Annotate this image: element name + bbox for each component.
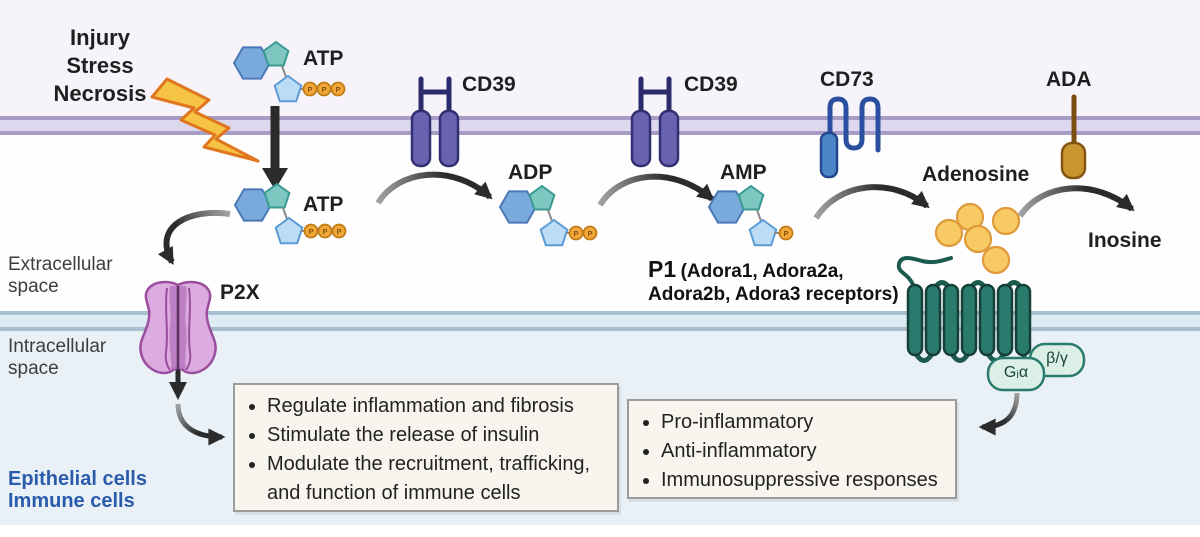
- cd73-enzyme-icon: [819, 96, 881, 179]
- p1-name: P1: [648, 256, 677, 282]
- bullet-item: Modulate the recruitment, trafficking, a…: [267, 450, 607, 508]
- p1-effects-list: Pro-inflammatoryAnti-inflammatoryImmunos…: [629, 401, 955, 501]
- trigger-label: Injury Stress Necrosis: [53, 25, 147, 106]
- cd39-enzyme-icon-right: [632, 79, 678, 166]
- bullet-item: Regulate inflammation and fibrosis: [267, 392, 607, 421]
- adenosine-dots-icon: [934, 202, 1021, 275]
- p2x-label: P2X: [220, 281, 260, 304]
- adenosine-label: Adenosine: [922, 163, 1030, 186]
- amp-label: AMP: [720, 161, 767, 184]
- beta-gamma-label: β/γ: [1046, 350, 1068, 367]
- gi-alpha-label: Gᵢα: [1004, 364, 1028, 381]
- arrow-atp-to-p2x: [157, 209, 231, 265]
- inner-cell-membrane: [0, 311, 1200, 331]
- p1-subtypes: (Adora1, Adora2a, Adora2b, Adora3 recept…: [648, 261, 899, 305]
- atp-molecule-icon-top: [233, 41, 346, 103]
- ada-enzyme-icon: [1060, 94, 1087, 180]
- p2x-effects-box: Regulate inflammation and fibrosisStimul…: [233, 383, 619, 512]
- bullet-item: Stimulate the release of insulin: [267, 421, 607, 450]
- arrow-atp-to-adp: [375, 171, 493, 205]
- outer-cell-membrane: [0, 116, 1200, 135]
- cell-types-label: Epithelial cells Immune cells: [8, 468, 147, 512]
- atp-label-released: ATP: [303, 193, 344, 216]
- inosine-label: Inosine: [1088, 229, 1162, 252]
- arrow-adp-to-amp: [597, 173, 715, 207]
- bullet-item: Pro-inflammatory: [661, 408, 945, 437]
- g-protein-gi-alpha: Gᵢα: [986, 356, 1046, 392]
- g-protein-beta-gamma: β/γ: [1028, 342, 1086, 378]
- arrow-gprotein-to-effects: [978, 392, 1020, 436]
- bottom-margin: [0, 525, 1200, 537]
- arrow-p2x-to-effects: [175, 403, 226, 446]
- bullet-item: Anti-inflammatory: [661, 437, 945, 466]
- bullet-item: Immunosuppressive responses: [661, 466, 945, 495]
- extracellular-space-label: Extracellular space: [8, 254, 113, 297]
- cd73-label: CD73: [820, 68, 874, 91]
- atp-label-top: ATP: [303, 47, 344, 70]
- adp-label: ADP: [508, 161, 553, 184]
- p2x-effects-list: Regulate inflammation and fibrosisStimul…: [235, 385, 617, 514]
- p2x-receptor-icon: [139, 280, 217, 375]
- arrow-amp-to-adenosine: [813, 184, 930, 220]
- cd39-label-left: CD39: [462, 73, 516, 96]
- cd39-enzyme-icon-left: [412, 79, 458, 166]
- amp-molecule-icon: [708, 185, 794, 247]
- ada-label: ADA: [1046, 68, 1092, 91]
- p1-gpcr-icon: β/γ Gᵢα: [896, 256, 1086, 392]
- arrow-atp-release: [262, 106, 288, 190]
- cd39-label-right: CD39: [684, 73, 738, 96]
- adp-molecule-icon: [499, 185, 598, 247]
- p1-receptor-label: P1 (Adora1, Adora2a, Adora2b, Adora3 rec…: [648, 256, 900, 306]
- intracellular-space-label: Intracellular space: [8, 336, 107, 379]
- atp-molecule-icon-released: [234, 183, 347, 245]
- arrow-adenosine-to-inosine: [1017, 185, 1135, 218]
- lightning-icon: [150, 77, 260, 163]
- p1-effects-box: Pro-inflammatoryAnti-inflammatoryImmunos…: [627, 399, 957, 499]
